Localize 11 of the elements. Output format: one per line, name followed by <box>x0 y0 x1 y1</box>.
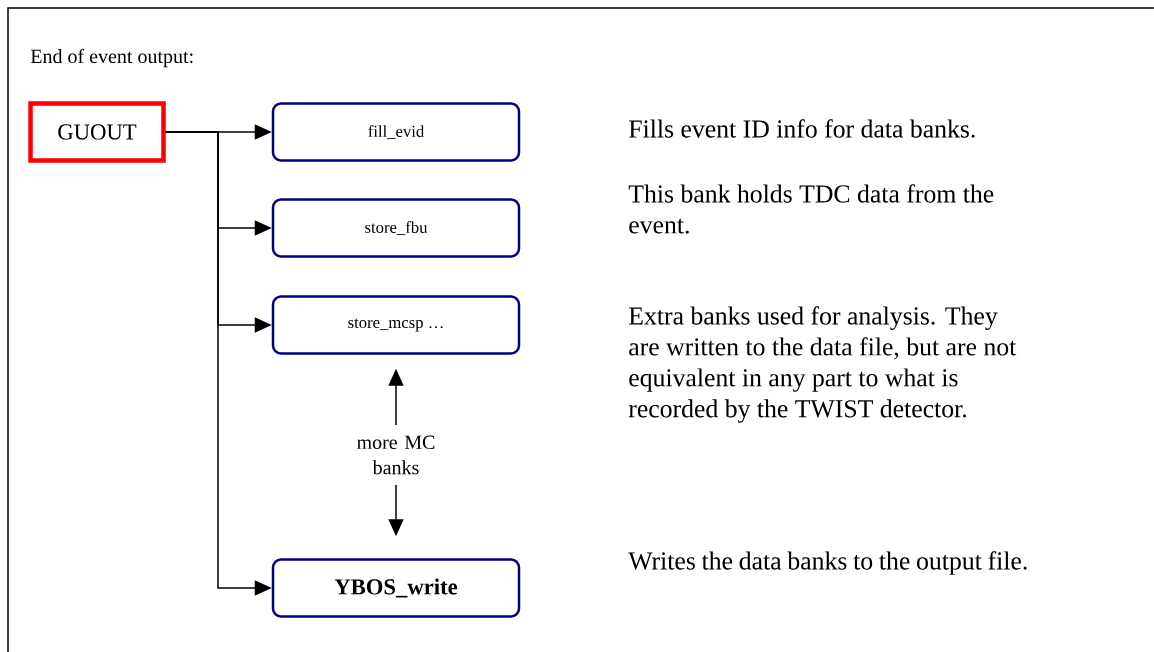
description-text: This bank holds TDC data from the event. <box>628 184 994 234</box>
description-text: Fills event ID info for data banks. <box>629 119 975 138</box>
routine-box: store_mcsp … <box>271 295 521 355</box>
routine-box: store_fbu <box>271 198 521 258</box>
annotation-text: more MC banks <box>357 435 435 475</box>
routine-box: YBOS_write <box>271 558 521 618</box>
routine-box: fill_evid <box>271 102 521 162</box>
description-text: Extra banks used for analysis. They are written to the data file, but are not equivalent in any part to what is recorded by the TWIST detector. <box>628 306 1017 423</box>
title: End of event output: <box>30 48 193 68</box>
description-text: Writes the data banks to the output file. <box>628 551 1027 575</box>
routine-box: GUOUT <box>28 101 166 163</box>
